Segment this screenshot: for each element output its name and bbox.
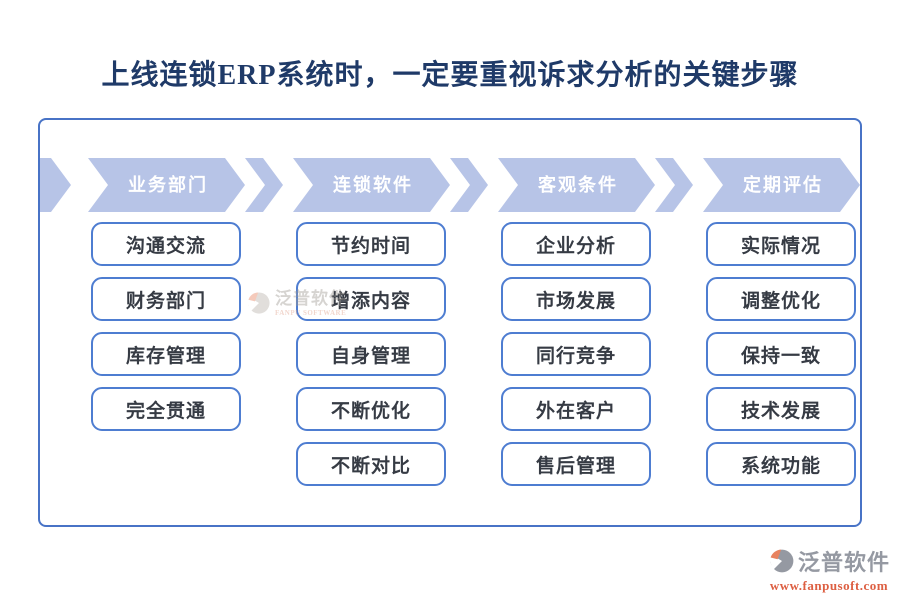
step-box: 实际情况: [706, 222, 856, 266]
step-box: 同行竞争: [501, 332, 651, 376]
chevron-separator-icon: [450, 158, 488, 212]
footer-logo: 泛普软件 www.fanpusoft.com: [768, 545, 890, 594]
step-box: 自身管理: [296, 332, 446, 376]
page-title: 上线连锁ERP系统时，一定要重视诉求分析的关键步骤: [101, 60, 799, 91]
fanpu-watermark-icon: [246, 292, 270, 314]
chevron-separator-icon: [40, 158, 71, 212]
step-box: 市场发展: [501, 277, 651, 321]
step-box: 增添内容: [296, 277, 446, 321]
fanpu-logo-icon: [768, 549, 794, 573]
step-box: 技术发展: [706, 387, 856, 431]
step-box: 系统功能: [706, 442, 856, 486]
step-box: 财务部门: [91, 277, 241, 321]
step-box: 沟通交流: [91, 222, 241, 266]
process-arrow-band: 业务部门 连锁软件 客观条件 定期评估: [40, 158, 860, 212]
step-box: 调整优化: [706, 277, 856, 321]
footer-brand-text: 泛普软件: [797, 550, 890, 575]
step-box: 节约时间: [296, 222, 446, 266]
step-box: 完全贯通: [91, 387, 241, 431]
step-box: 不断对比: [296, 442, 446, 486]
footer-url-text: www.fanpusoft.com: [769, 578, 889, 593]
stage-column: 节约时间增添内容自身管理不断优化不断对比: [296, 222, 446, 486]
step-box: 售后管理: [501, 442, 651, 486]
stage-column: 企业分析市场发展同行竞争外在客户售后管理: [501, 222, 651, 486]
stage-column: 沟通交流财务部门库存管理完全贯通: [91, 222, 241, 431]
stage-arrow: [88, 158, 245, 212]
stage-label: 定期评估: [743, 174, 823, 195]
chevron-separator-icon: [655, 158, 693, 212]
stage-arrow: [293, 158, 450, 212]
step-box: 外在客户: [501, 387, 651, 431]
stage-arrow: [498, 158, 655, 212]
step-box: 不断优化: [296, 387, 446, 431]
step-box: 库存管理: [91, 332, 241, 376]
chevron-separator-icon: [245, 158, 283, 212]
stage-column: 实际情况调整优化保持一致技术发展系统功能: [706, 222, 856, 486]
diagram-panel: 业务部门连锁软件客观条件定期评估 沟通交流财务部门库存管理完全贯通节约时间增添内…: [38, 118, 862, 527]
step-box: 企业分析: [501, 222, 651, 266]
stage-label: 业务部门: [128, 174, 208, 195]
stage-label: 客观条件: [538, 174, 618, 195]
stage-label: 连锁软件: [333, 174, 413, 195]
stage-arrow: [703, 158, 860, 212]
step-box: 保持一致: [706, 332, 856, 376]
